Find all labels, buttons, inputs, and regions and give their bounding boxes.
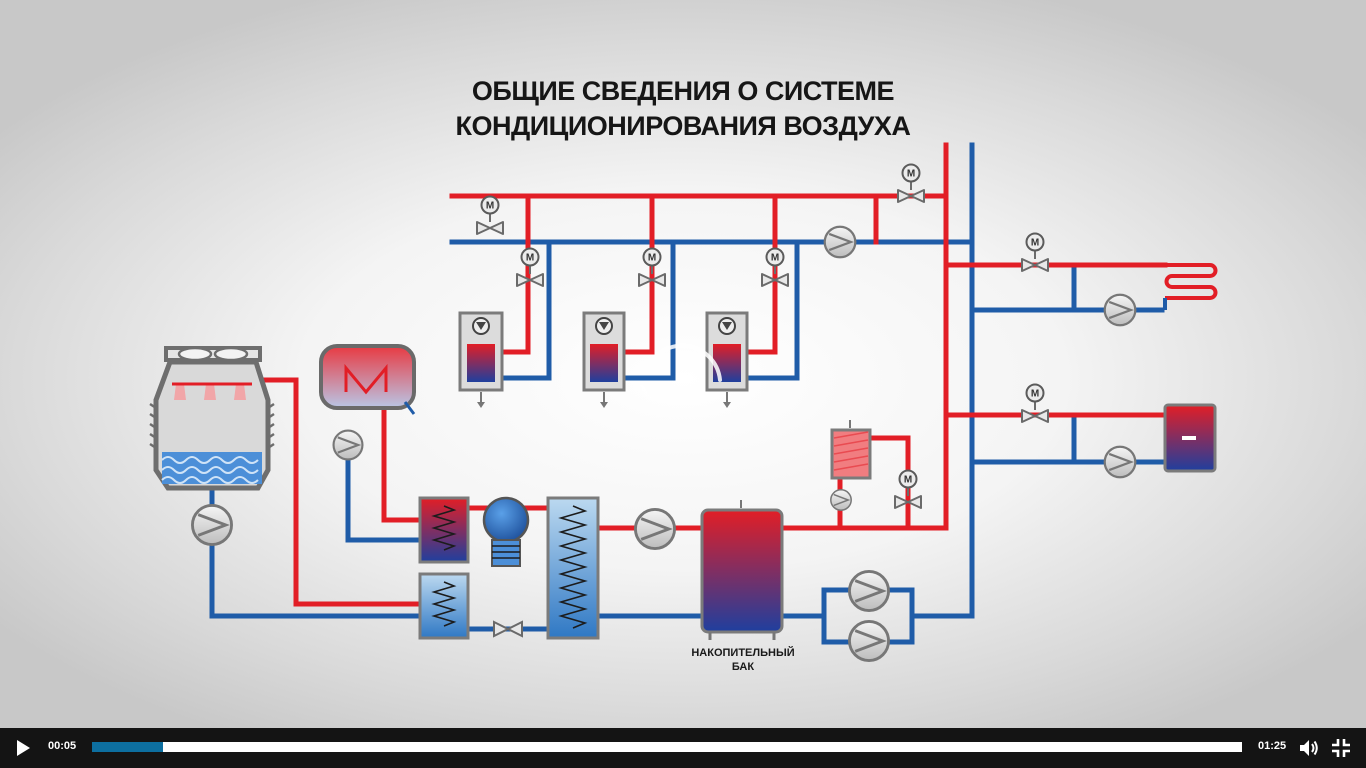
pump-fan-coil [1103,445,1137,479]
compressor [482,496,530,567]
pump-parallel-2 [848,620,890,662]
pump-evaporator [634,508,676,550]
electric-heater [830,420,872,480]
pump-heater [830,489,852,511]
motor-valve-unit-2 [638,247,666,287]
video-frame[interactable]: ОБЩИЕ СВЕДЕНИЯ О СИСТЕМЕ КОНДИЦИОНИРОВАН… [0,0,1366,728]
current-time: 00:05 [48,740,77,752]
volume-button[interactable] [1297,736,1321,760]
motor-valve-unit-3 [761,247,789,287]
duration-time: 01:25 [1258,740,1287,752]
manual-valve [493,620,523,638]
terminal-unit-2 [582,311,626,408]
heat-exchanger-lower [418,572,470,640]
hvac-schematic: M [149,142,1218,673]
motor-valve-heater [894,469,922,509]
pump-top-circuit [823,225,857,259]
motor-valve-fan-coil [1021,383,1049,423]
fan-coil-unit [1163,403,1217,473]
evaporator [546,496,600,640]
motor-valve-main [476,195,504,235]
heating-loop [1163,263,1218,310]
progress-bar[interactable] [92,742,1242,752]
cooling-tower [149,346,275,491]
fullscreen-icon [1332,739,1350,757]
heat-exchanger-upper [418,496,470,564]
loading-spinner [640,343,722,400]
play-icon [17,740,30,756]
terminal-unit-3 [705,311,749,408]
dry-cooler [319,344,416,415]
tank-label-line-1: НАКОПИТЕЛЬНЫЙ [691,646,794,659]
diagram-title: ОБЩИЕ СВЕДЕНИЯ О СИСТЕМЕ КОНДИЦИОНИРОВАН… [383,74,983,144]
terminal-unit-1 [458,311,504,408]
fullscreen-button[interactable] [1329,736,1353,760]
motor-valve-top-right [897,163,925,203]
pump-heating-loop [1103,293,1137,327]
title-line-2: КОНДИЦИОНИРОВАНИЯ ВОЗДУХА [455,111,911,141]
title-line-1: ОБЩИЕ СВЕДЕНИЯ О СИСТЕМЕ [471,76,895,106]
motor-valve-unit-1 [516,247,544,287]
play-button[interactable] [10,736,36,760]
motor-valve-heating-loop [1021,232,1049,272]
progress-fill [92,742,164,752]
pump-parallel-1 [848,570,890,612]
pump-cooling-tower [191,504,233,546]
pump-dry-cooler [332,429,364,461]
tank-label-line-2: БАК [732,661,754,673]
storage-tank [700,500,784,640]
volume-icon [1300,740,1318,756]
